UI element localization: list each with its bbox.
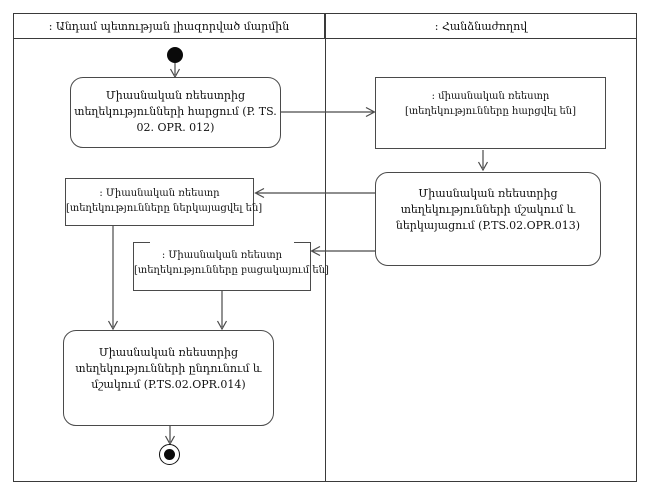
final-node-icon [159, 444, 180, 465]
object-label-line: : միասնական ռեեստր [431, 91, 550, 102]
initial-node-icon [167, 47, 183, 63]
object-label-line: [տեղեկությունները ներկայացվել են] [66, 203, 263, 214]
activity-process-present-013: Միասնական ռեեստրից տեղեկությունների մշակ… [375, 172, 601, 266]
swimlane-title: : Անդամ պետության լիազորված մարմին [48, 19, 290, 33]
activity-label-line: ներկայացում (P.TS.02.OPR.013) [395, 219, 581, 232]
arrow-object-queried-to-013 [477, 150, 489, 172]
arrow-object-missing-to-014 [216, 291, 228, 331]
activity-label-line: 02. OPR. 012) [136, 121, 215, 134]
activity-label-line: Միասնական ռեեստրից [98, 346, 239, 359]
arrow-013-to-object-presented [254, 187, 375, 199]
arrow-012-to-object-queried [281, 106, 376, 118]
object-label-line: : Միասնական ռեեստր [99, 188, 220, 199]
activity-label-line: Միասնական ռեեստրից [105, 89, 246, 102]
arrow-initial-to-012 [169, 63, 181, 79]
arrow-013-to-object-missing [310, 245, 375, 257]
object-node-register-queried: : միասնական ռեեստր [տեղեկությունները հար… [375, 77, 606, 149]
swimlane-divider [324, 38, 326, 482]
activity-label-line: տեղեկությունների մշակում և [400, 203, 576, 216]
activity-label-line: մշակում (P.TS.02.OPR.014) [91, 378, 246, 391]
final-node-dot [164, 449, 175, 460]
arrow-014-to-final [164, 426, 176, 446]
swimlane-title: : Հանձնաժողով [434, 19, 528, 33]
activity-receive-process-014: Միասնական ռեեստրից տեղեկությունների ընդո… [63, 330, 274, 426]
object-label-line: [տեղեկությունները բացակայում են] [134, 265, 329, 276]
swimlane-header-commission: : Հանձնաժողով [325, 13, 637, 39]
object-node-register-missing: : Միասնական ռեեստր [տեղեկությունները բաց… [133, 242, 329, 291]
activity-label-line: տեղեկությունների հարցում (P. TS. [74, 105, 277, 118]
object-label-line: : Միասնական ռեեստր [161, 250, 283, 261]
swimlane-header-authorized-body: : Անդամ պետության լիազորված մարմին [13, 13, 325, 39]
activity-query-012: Միասնական ռեեստրից տեղեկությունների հարց… [70, 77, 281, 148]
object-label-line: [տեղեկությունները հարցվել են] [404, 106, 577, 117]
activity-label-line: տեղեկությունների ընդունում և [75, 362, 262, 375]
arrow-object-presented-to-014 [107, 226, 119, 331]
object-node-register-presented: : Միասնական ռեեստր [տեղեկությունները ներ… [65, 178, 263, 226]
activity-label-line: Միասնական ռեեստրից [418, 187, 558, 200]
